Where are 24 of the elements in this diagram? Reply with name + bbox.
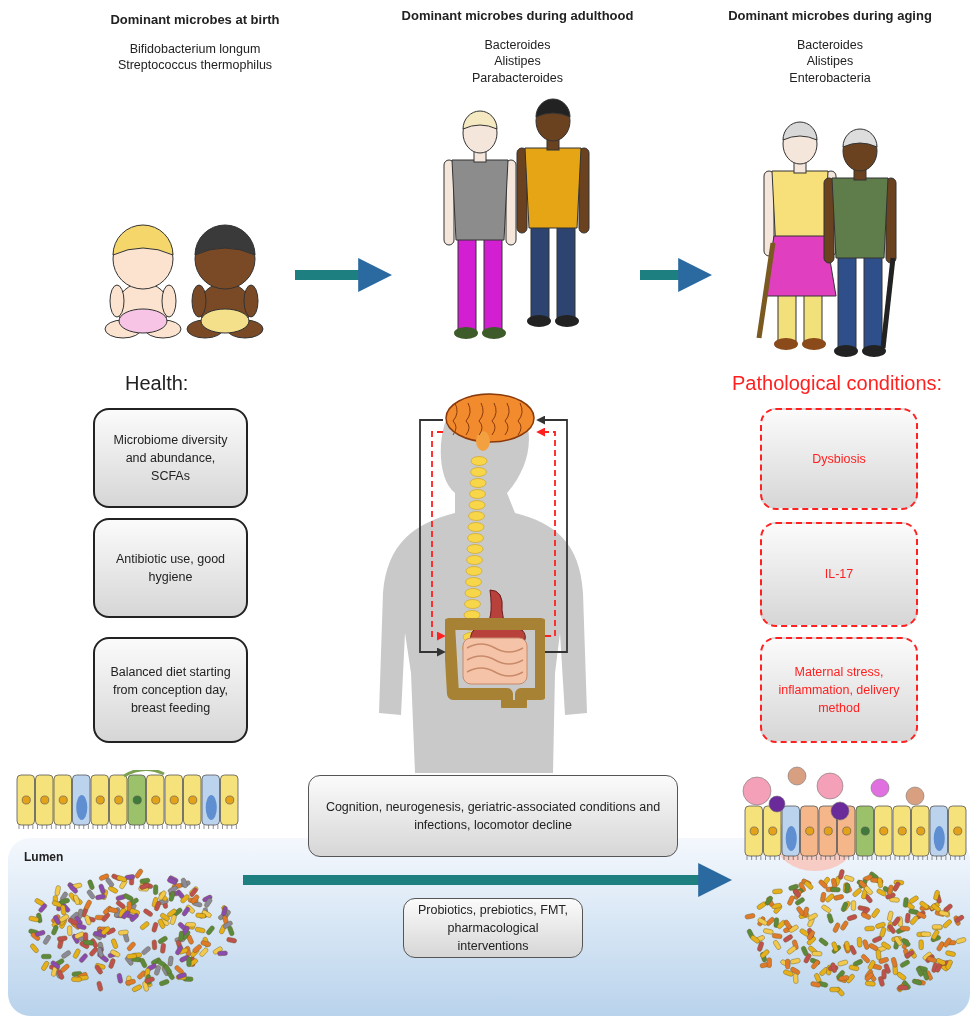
gut-brain-arrow	[536, 427, 556, 637]
pathology-factor-card: IL-17	[760, 522, 918, 627]
section-heading: Health:	[125, 372, 189, 395]
region-label: Lumen	[24, 850, 64, 864]
microbe-list: Bacteroides Alistipes Enterobacteria	[789, 37, 871, 86]
health-factor-card: Microbiome diversity and abundance, SCFAs	[93, 408, 248, 508]
outcome-card: Cognition, neurogenesis, geriatric-associated conditions and infections, locomotor decline	[308, 775, 678, 857]
progression-arrow	[640, 258, 713, 292]
microbe-list: Bifidobacterium longum Streptococcus thermophilus	[110, 41, 280, 74]
gut-brain-arrow	[536, 415, 568, 653]
gut-brain-arrow	[431, 431, 446, 641]
progression-arrow	[295, 258, 393, 292]
health-factor-card: Antibiotic use, good hygiene	[93, 518, 248, 618]
microbe-list: Bacteroides Alistipes Parabacteroides	[472, 37, 563, 86]
pathology-factor-card: Dysbiosis	[760, 408, 918, 510]
pathology-factor-card: Maternal stress, inflammation, delivery method	[760, 637, 918, 743]
outcome-card: Probiotics, prebiotics, FMT, pharmacological interventions	[403, 898, 583, 958]
progression-arrow	[243, 863, 733, 897]
stage-heading: Dominant microbes at birth	[109, 12, 281, 27]
stage-heading: Dominant microbes during aging	[727, 8, 933, 23]
stage-heading: Dominant microbes during adulthood	[400, 8, 635, 23]
gut-brain-arrow	[419, 419, 446, 657]
section-heading: Pathological conditions:	[732, 372, 943, 395]
health-factor-card: Balanced diet starting from conception day, breast feeding	[93, 637, 248, 743]
